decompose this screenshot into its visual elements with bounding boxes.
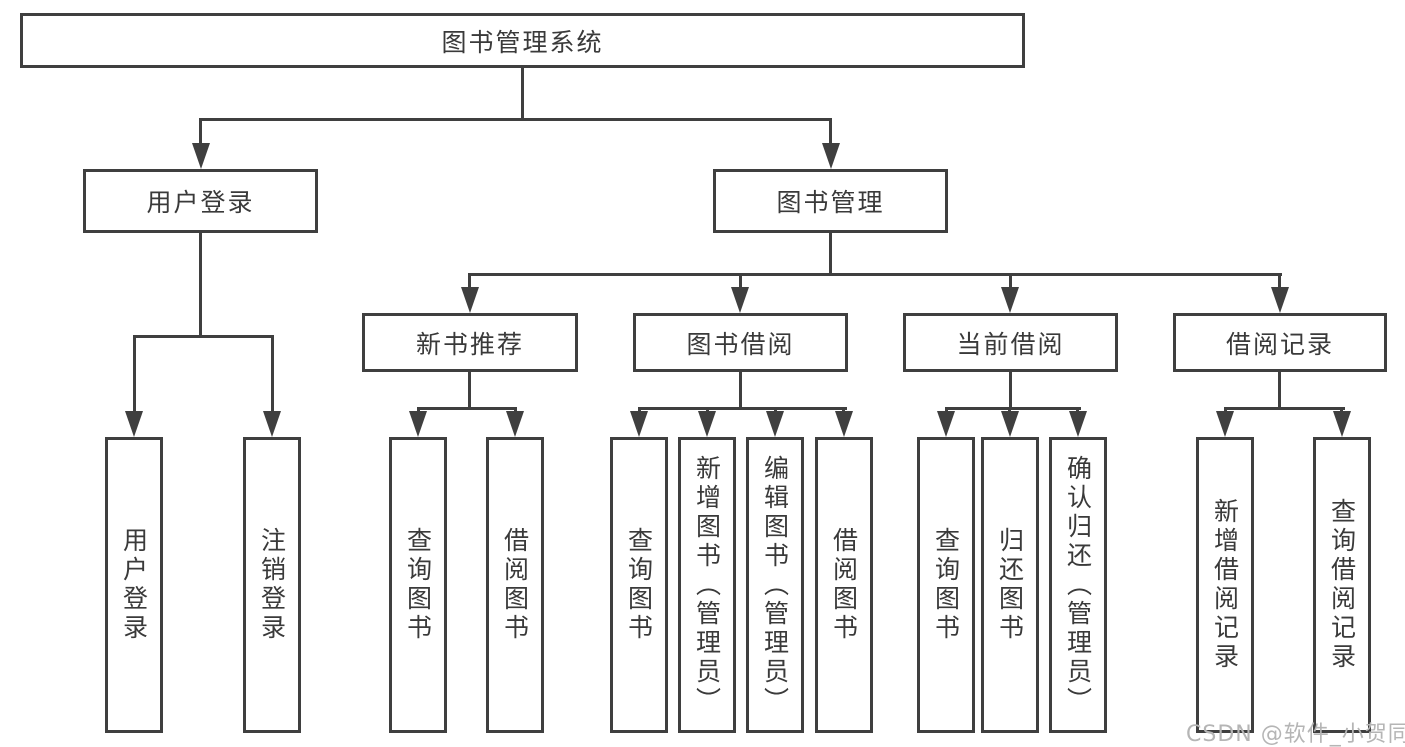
connector-line [739,372,742,407]
connector-line [1224,407,1345,410]
node-new-book-recommendation: 新书推荐 [362,313,578,372]
connector-line [829,118,832,146]
arrow-head [125,411,143,437]
arrow-head [630,411,648,437]
node-user-login: 用户登录 [83,169,318,233]
node-book-management: 图书管理 [713,169,948,233]
leaf-logout-label: 注销登录 [257,527,287,643]
arrow-head [461,287,479,313]
leaf-return-books-label: 归还图书 [995,527,1025,643]
leaf-edit-book-admin-label: 编辑图书（管理员） [760,454,790,716]
connector-line [945,407,1081,410]
connector-line [1278,372,1281,407]
arrow-head [1001,287,1019,313]
arrow-head [766,411,784,437]
arrow-head [1271,287,1289,313]
leaf-borrow-books-borrowing-label: 借阅图书 [829,527,859,643]
arrow-head [698,411,716,437]
node-user-login-label: 用户登录 [146,188,255,217]
leaf-confirm-return-admin-label: 确认归还（管理员） [1063,454,1093,716]
leaf-add-book-admin: 新增图书（管理员） [678,437,736,733]
connector-line [1009,273,1012,289]
connector-line [133,335,274,338]
node-borrowing-records-label: 借阅记录 [1225,329,1334,359]
connector-line [468,372,471,407]
node-current-borrowing: 当前借阅 [903,313,1118,372]
leaf-add-book-admin-label: 新增图书（管理员） [692,454,722,716]
arrow-head [409,411,427,437]
arrow-head [1069,411,1087,437]
arrow-head [731,287,749,313]
leaf-borrow-books-recommend-label: 借阅图书 [500,527,530,643]
leaf-query-books-current: 查询图书 [917,437,975,733]
leaf-add-borrow-record-label: 新增借阅记录 [1210,498,1240,672]
leaf-return-books: 归还图书 [981,437,1039,733]
leaf-query-books-borrowing: 查询图书 [610,437,668,733]
leaf-user-login: 用户登录 [105,437,163,733]
connector-line [468,273,1282,276]
arrow-head [1001,411,1019,437]
leaf-query-books-current-label: 查询图书 [931,527,961,643]
node-book-borrowing-label: 图书借阅 [686,329,795,359]
connector-line [1009,372,1012,407]
node-book-management-label: 图书管理 [776,188,885,217]
connector-line [199,233,202,335]
connector-line [1278,273,1281,289]
arrow-head [506,411,524,437]
connector-line [521,68,524,118]
leaf-borrow-books-recommend: 借阅图书 [486,437,544,733]
arrow-head [937,411,955,437]
leaf-query-books-borrowing-label: 查询图书 [624,527,654,643]
node-new-book-recommendation-label: 新书推荐 [415,329,524,359]
node-root-label: 图书管理系统 [441,27,604,57]
arrow-head [1216,411,1234,437]
leaf-query-books-recommend: 查询图书 [389,437,447,733]
node-book-borrowing: 图书借阅 [633,313,848,372]
connector-line [468,273,471,289]
leaf-query-borrow-record-label: 查询借阅记录 [1327,498,1357,672]
connector-line [133,335,136,414]
leaf-borrow-books-borrowing: 借阅图书 [815,437,873,733]
arrow-head [192,143,210,169]
leaf-add-borrow-record: 新增借阅记录 [1196,437,1254,733]
connector-line [199,118,202,146]
connector-line [271,335,274,414]
leaf-logout: 注销登录 [243,437,301,733]
arrow-head [1333,411,1351,437]
node-current-borrowing-label: 当前借阅 [956,329,1065,359]
node-root: 图书管理系统 [20,13,1025,68]
connector-line [638,407,847,410]
connector-line [829,233,832,273]
leaf-confirm-return-admin: 确认归还（管理员） [1049,437,1107,733]
leaf-edit-book-admin: 编辑图书（管理员） [746,437,804,733]
connector-line [417,407,517,410]
leaf-user-login-label: 用户登录 [119,527,149,643]
leaf-query-borrow-record: 查询借阅记录 [1313,437,1371,733]
connector-line [199,118,832,121]
arrow-head [835,411,853,437]
arrow-head [263,411,281,437]
node-borrowing-records: 借阅记录 [1173,313,1387,372]
connector-line [739,273,742,289]
arrow-head [822,143,840,169]
watermark: CSDN @软件_小贺同学 [1186,722,1405,747]
leaf-query-books-recommend-label: 查询图书 [403,527,433,643]
